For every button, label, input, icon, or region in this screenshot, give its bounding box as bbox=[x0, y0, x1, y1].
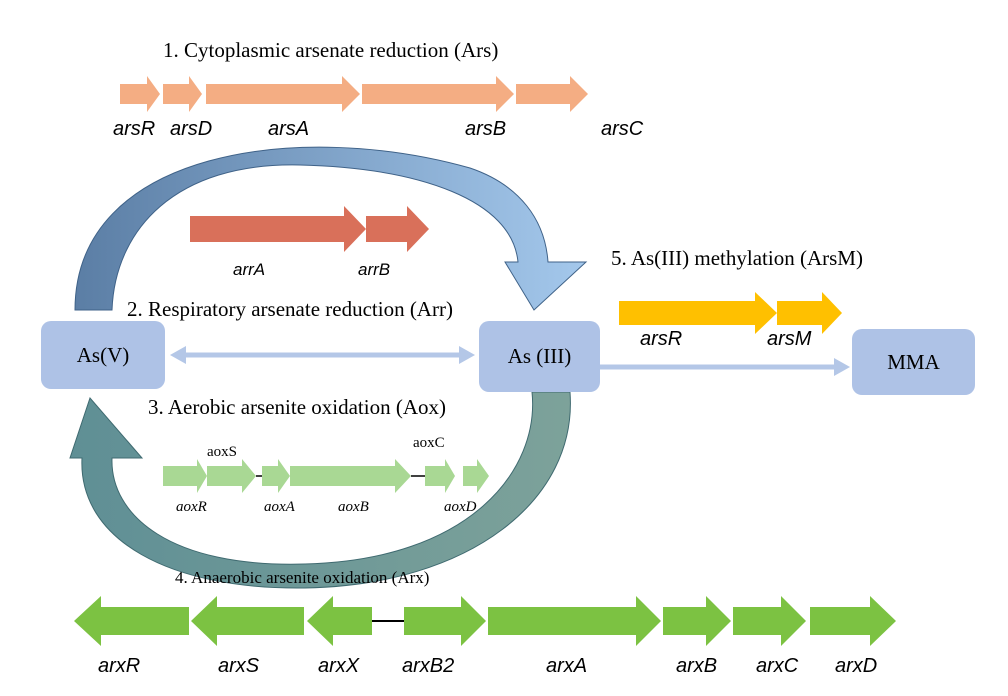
arsC-gene-arrow bbox=[516, 76, 588, 112]
aox-operon bbox=[163, 459, 489, 493]
gene-label-arxC: arxC bbox=[756, 655, 799, 677]
arsm-pathway-title: 5. As(III) methylation (ArsM) bbox=[611, 246, 863, 270]
aox-pathway-title: 3. Aerobic arsenite oxidation (Aox) bbox=[148, 395, 446, 419]
reduction-curved-arrow bbox=[74, 146, 588, 311]
gene-label-arxB2: arxB2 bbox=[402, 655, 454, 677]
aoxD-gene-arrow bbox=[463, 459, 489, 493]
gene-label-arrB: arrB bbox=[358, 260, 390, 279]
gene-label-aoxS: aoxS bbox=[207, 444, 237, 460]
arr-operon bbox=[190, 206, 429, 252]
arxX-gene-arrow bbox=[307, 596, 372, 646]
gene-label-arsD: arsD bbox=[170, 118, 212, 140]
gene-label-arxA: arxA bbox=[546, 655, 587, 677]
arsR-methylation-gene-arrow bbox=[619, 292, 777, 334]
gene-label-arsR: arsR bbox=[113, 118, 155, 140]
gene-label-aoxA: aoxA bbox=[264, 499, 296, 515]
gene-label-arxS: arxS bbox=[218, 655, 260, 677]
aoxA-gene-arrow bbox=[262, 459, 290, 493]
arxB2-gene-arrow bbox=[404, 596, 486, 646]
arxB-gene-arrow bbox=[663, 596, 731, 646]
gene-label-aoxB: aoxB bbox=[338, 499, 369, 515]
arx-operon bbox=[74, 596, 896, 646]
arsm-operon bbox=[619, 292, 842, 334]
arxA-gene-arrow bbox=[488, 596, 661, 646]
gene-label-aoxD: aoxD bbox=[444, 499, 477, 515]
ars-operon bbox=[120, 76, 588, 112]
gene-label-aoxR: aoxR bbox=[176, 499, 207, 515]
arxS-gene-arrow bbox=[191, 596, 304, 646]
arsM-gene-arrow bbox=[777, 292, 842, 334]
arxD-gene-arrow bbox=[810, 596, 896, 646]
arsB-gene-arrow bbox=[362, 76, 514, 112]
arx-pathway-title: 4. Anaerobic arsenite oxidation (Arx) bbox=[175, 568, 429, 587]
asiii-mma-connector bbox=[600, 358, 850, 376]
gene-label-arsC: arsC bbox=[601, 118, 644, 140]
arr-pathway-title: 2. Respiratory arsenate reduction (Arr) bbox=[127, 297, 453, 321]
asv-asiii-connector bbox=[170, 346, 475, 364]
species-label-mma: MMA bbox=[887, 349, 940, 374]
species-box-mma: MMA bbox=[852, 329, 975, 395]
aoxS-gene-arrow bbox=[207, 459, 256, 493]
arsD-gene-arrow bbox=[163, 76, 202, 112]
species-box-as-v: As(V) bbox=[41, 321, 165, 389]
gene-label-arsR-methylation: arsR bbox=[640, 328, 682, 350]
aoxB-gene-arrow bbox=[290, 459, 411, 493]
arrB-gene-arrow bbox=[366, 206, 429, 252]
arsR-gene-arrow bbox=[120, 76, 160, 112]
aoxR-gene-arrow bbox=[163, 459, 207, 493]
arsA-gene-arrow bbox=[206, 76, 360, 112]
arrA-gene-arrow bbox=[190, 206, 366, 252]
arxC-gene-arrow bbox=[733, 596, 806, 646]
oxidation-curved-arrow bbox=[69, 391, 571, 589]
gene-label-arxR: arxR bbox=[98, 655, 140, 677]
ars-pathway-title: 1. Cytoplasmic arsenate reduction (Ars) bbox=[163, 38, 498, 62]
species-box-as-iii: As (III) bbox=[479, 321, 600, 392]
gene-label-arxD: arxD bbox=[835, 655, 877, 677]
gene-label-arxB: arxB bbox=[676, 655, 717, 677]
gene-label-aoxC: aoxC bbox=[413, 435, 445, 451]
arxR-gene-arrow bbox=[74, 596, 189, 646]
gene-label-arsB: arsB bbox=[465, 118, 506, 140]
gene-label-arsM: arsM bbox=[767, 328, 812, 350]
species-label-as-iii: As (III) bbox=[507, 344, 572, 368]
aoxC-gene-arrow bbox=[425, 459, 455, 493]
gene-label-arxX: arxX bbox=[318, 655, 360, 677]
gene-label-arsA: arsA bbox=[268, 118, 309, 140]
gene-label-arrA: arrA bbox=[233, 260, 265, 279]
species-label-as-v: As(V) bbox=[76, 342, 130, 367]
